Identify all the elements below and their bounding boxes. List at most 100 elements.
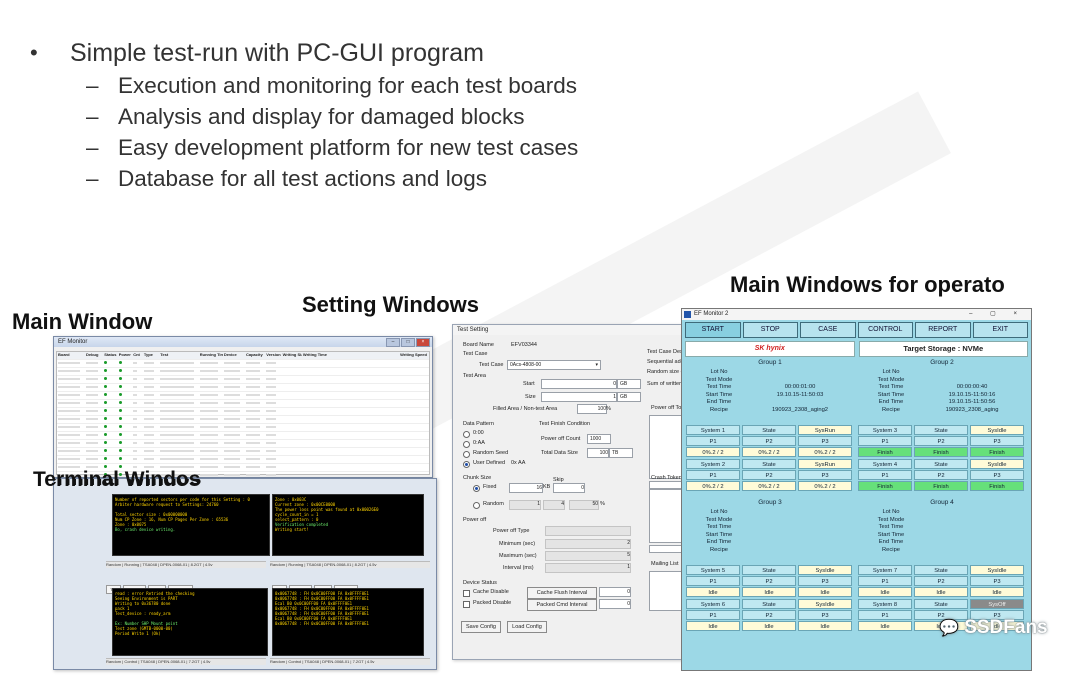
port-progress[interactable]: Idle bbox=[914, 587, 968, 597]
port-label[interactable]: P3 bbox=[970, 610, 1024, 620]
port-progress[interactable]: Finish bbox=[858, 481, 912, 491]
port-progress[interactable]: Finish bbox=[970, 481, 1024, 491]
port-progress[interactable]: Idle bbox=[970, 587, 1024, 597]
system-label[interactable]: System 4 bbox=[858, 459, 912, 469]
port-progress[interactable]: 0%.2 / 2 bbox=[798, 481, 852, 491]
port-progress[interactable]: 0%.2 / 2 bbox=[686, 481, 740, 491]
fixed-radio[interactable] bbox=[473, 485, 480, 492]
state-label[interactable]: State bbox=[742, 425, 796, 435]
port-label[interactable]: P2 bbox=[742, 436, 796, 446]
random-min-input[interactable]: 1 bbox=[509, 500, 541, 510]
table-row[interactable] bbox=[57, 392, 429, 400]
size-input[interactable]: 1 bbox=[541, 392, 617, 402]
port-label[interactable]: P3 bbox=[970, 470, 1024, 480]
packed-disable-checkbox[interactable] bbox=[463, 601, 470, 608]
state-label[interactable]: State bbox=[742, 565, 796, 575]
state-value[interactable]: SysOff bbox=[970, 599, 1024, 609]
random-max-input[interactable]: 4 bbox=[543, 500, 565, 510]
state-value[interactable]: SysIdle bbox=[970, 565, 1024, 575]
port-label[interactable]: P1 bbox=[686, 610, 740, 620]
random-pct-input[interactable]: 50 bbox=[569, 500, 599, 510]
port-label[interactable]: P2 bbox=[914, 610, 968, 620]
system-label[interactable]: System 2 bbox=[686, 459, 740, 469]
port-progress[interactable]: Idle bbox=[914, 621, 968, 631]
table-row[interactable] bbox=[57, 416, 429, 424]
case-button[interactable]: CASE bbox=[800, 322, 856, 338]
cache-flush-input[interactable]: 0 bbox=[599, 587, 631, 597]
fixed-input[interactable]: 16 bbox=[509, 483, 543, 493]
maximum-sec-input[interactable]: 5 bbox=[545, 551, 631, 561]
port-label[interactable]: P1 bbox=[858, 576, 912, 586]
port-progress[interactable]: Idle bbox=[686, 587, 740, 597]
port-progress[interactable]: Idle bbox=[798, 621, 852, 631]
pattern-radio[interactable] bbox=[463, 451, 470, 458]
exit-button[interactable]: EXIT bbox=[972, 322, 1028, 338]
table-row[interactable] bbox=[57, 448, 429, 456]
system-label[interactable]: System 1 bbox=[686, 425, 740, 435]
table-row[interactable] bbox=[57, 424, 429, 432]
state-value[interactable]: SysRun bbox=[798, 425, 852, 435]
total-data-unit-select[interactable]: TB bbox=[609, 448, 633, 458]
system-label[interactable]: System 5 bbox=[686, 565, 740, 575]
report-button[interactable]: REPORT bbox=[915, 322, 971, 338]
table-row[interactable] bbox=[57, 368, 429, 376]
close-icon[interactable]: × bbox=[416, 338, 430, 347]
port-label[interactable]: P1 bbox=[686, 576, 740, 586]
port-progress[interactable]: Idle bbox=[858, 587, 912, 597]
cache-disable-checkbox[interactable] bbox=[463, 590, 470, 597]
power-off-type-select[interactable] bbox=[545, 526, 631, 536]
state-label[interactable]: State bbox=[742, 599, 796, 609]
port-label[interactable]: P2 bbox=[914, 436, 968, 446]
port-progress[interactable]: Finish bbox=[970, 447, 1024, 457]
state-value[interactable]: SysIdle bbox=[970, 425, 1024, 435]
table-row[interactable] bbox=[57, 464, 429, 472]
system-label[interactable]: System 6 bbox=[686, 599, 740, 609]
port-label[interactable]: P2 bbox=[742, 610, 796, 620]
port-label[interactable]: P3 bbox=[798, 576, 852, 586]
packed-cmd-interval-button[interactable]: Packed Cmd Interval bbox=[527, 599, 597, 611]
power-off-count-input[interactable]: 1000 bbox=[587, 434, 611, 444]
port-progress[interactable]: 0%.2 / 2 bbox=[798, 447, 852, 457]
state-label[interactable]: State bbox=[914, 459, 968, 469]
state-label[interactable]: State bbox=[914, 425, 968, 435]
port-label[interactable]: P3 bbox=[970, 436, 1024, 446]
port-label[interactable]: P1 bbox=[858, 610, 912, 620]
state-value[interactable]: SysIdle bbox=[798, 599, 852, 609]
state-label[interactable]: State bbox=[742, 459, 796, 469]
port-progress[interactable]: Idle bbox=[970, 621, 1024, 631]
table-row[interactable] bbox=[57, 384, 429, 392]
size-unit-select[interactable]: GB bbox=[617, 392, 641, 402]
port-label[interactable]: P3 bbox=[970, 576, 1024, 586]
control-button[interactable]: CONTROL bbox=[857, 322, 913, 338]
port-label[interactable]: P2 bbox=[914, 470, 968, 480]
table-row[interactable] bbox=[57, 400, 429, 408]
port-label[interactable]: P1 bbox=[858, 436, 912, 446]
system-label[interactable]: System 8 bbox=[858, 599, 912, 609]
state-value[interactable]: SysIdle bbox=[970, 459, 1024, 469]
port-label[interactable]: P2 bbox=[914, 576, 968, 586]
filled-area-input[interactable]: 100 bbox=[577, 404, 607, 414]
port-progress[interactable]: Idle bbox=[686, 621, 740, 631]
port-label[interactable]: P1 bbox=[858, 470, 912, 480]
port-progress[interactable]: 0%.2 / 2 bbox=[742, 481, 796, 491]
port-progress[interactable]: Finish bbox=[858, 447, 912, 457]
table-row[interactable] bbox=[57, 360, 429, 368]
system-label[interactable]: System 3 bbox=[858, 425, 912, 435]
table-row[interactable] bbox=[57, 472, 429, 477]
fixed-skip-input[interactable]: 0 bbox=[553, 483, 585, 493]
interval-ms-input[interactable]: 1 bbox=[545, 563, 631, 573]
port-progress[interactable]: Finish bbox=[914, 447, 968, 457]
port-progress[interactable]: Idle bbox=[858, 621, 912, 631]
random-radio[interactable] bbox=[473, 502, 480, 509]
start-input[interactable]: 0 bbox=[541, 379, 617, 389]
port-label[interactable]: P3 bbox=[798, 610, 852, 620]
state-value[interactable]: SysRun bbox=[798, 459, 852, 469]
stop-button[interactable]: STOP bbox=[742, 322, 798, 338]
table-row[interactable] bbox=[57, 456, 429, 464]
port-progress[interactable]: 0%.2 / 2 bbox=[742, 447, 796, 457]
maximize-icon[interactable]: □ bbox=[401, 338, 415, 347]
port-label[interactable]: P1 bbox=[686, 470, 740, 480]
port-label[interactable]: P3 bbox=[798, 436, 852, 446]
save-config-button[interactable]: Save Config bbox=[461, 621, 501, 633]
port-progress[interactable]: Finish bbox=[914, 481, 968, 491]
